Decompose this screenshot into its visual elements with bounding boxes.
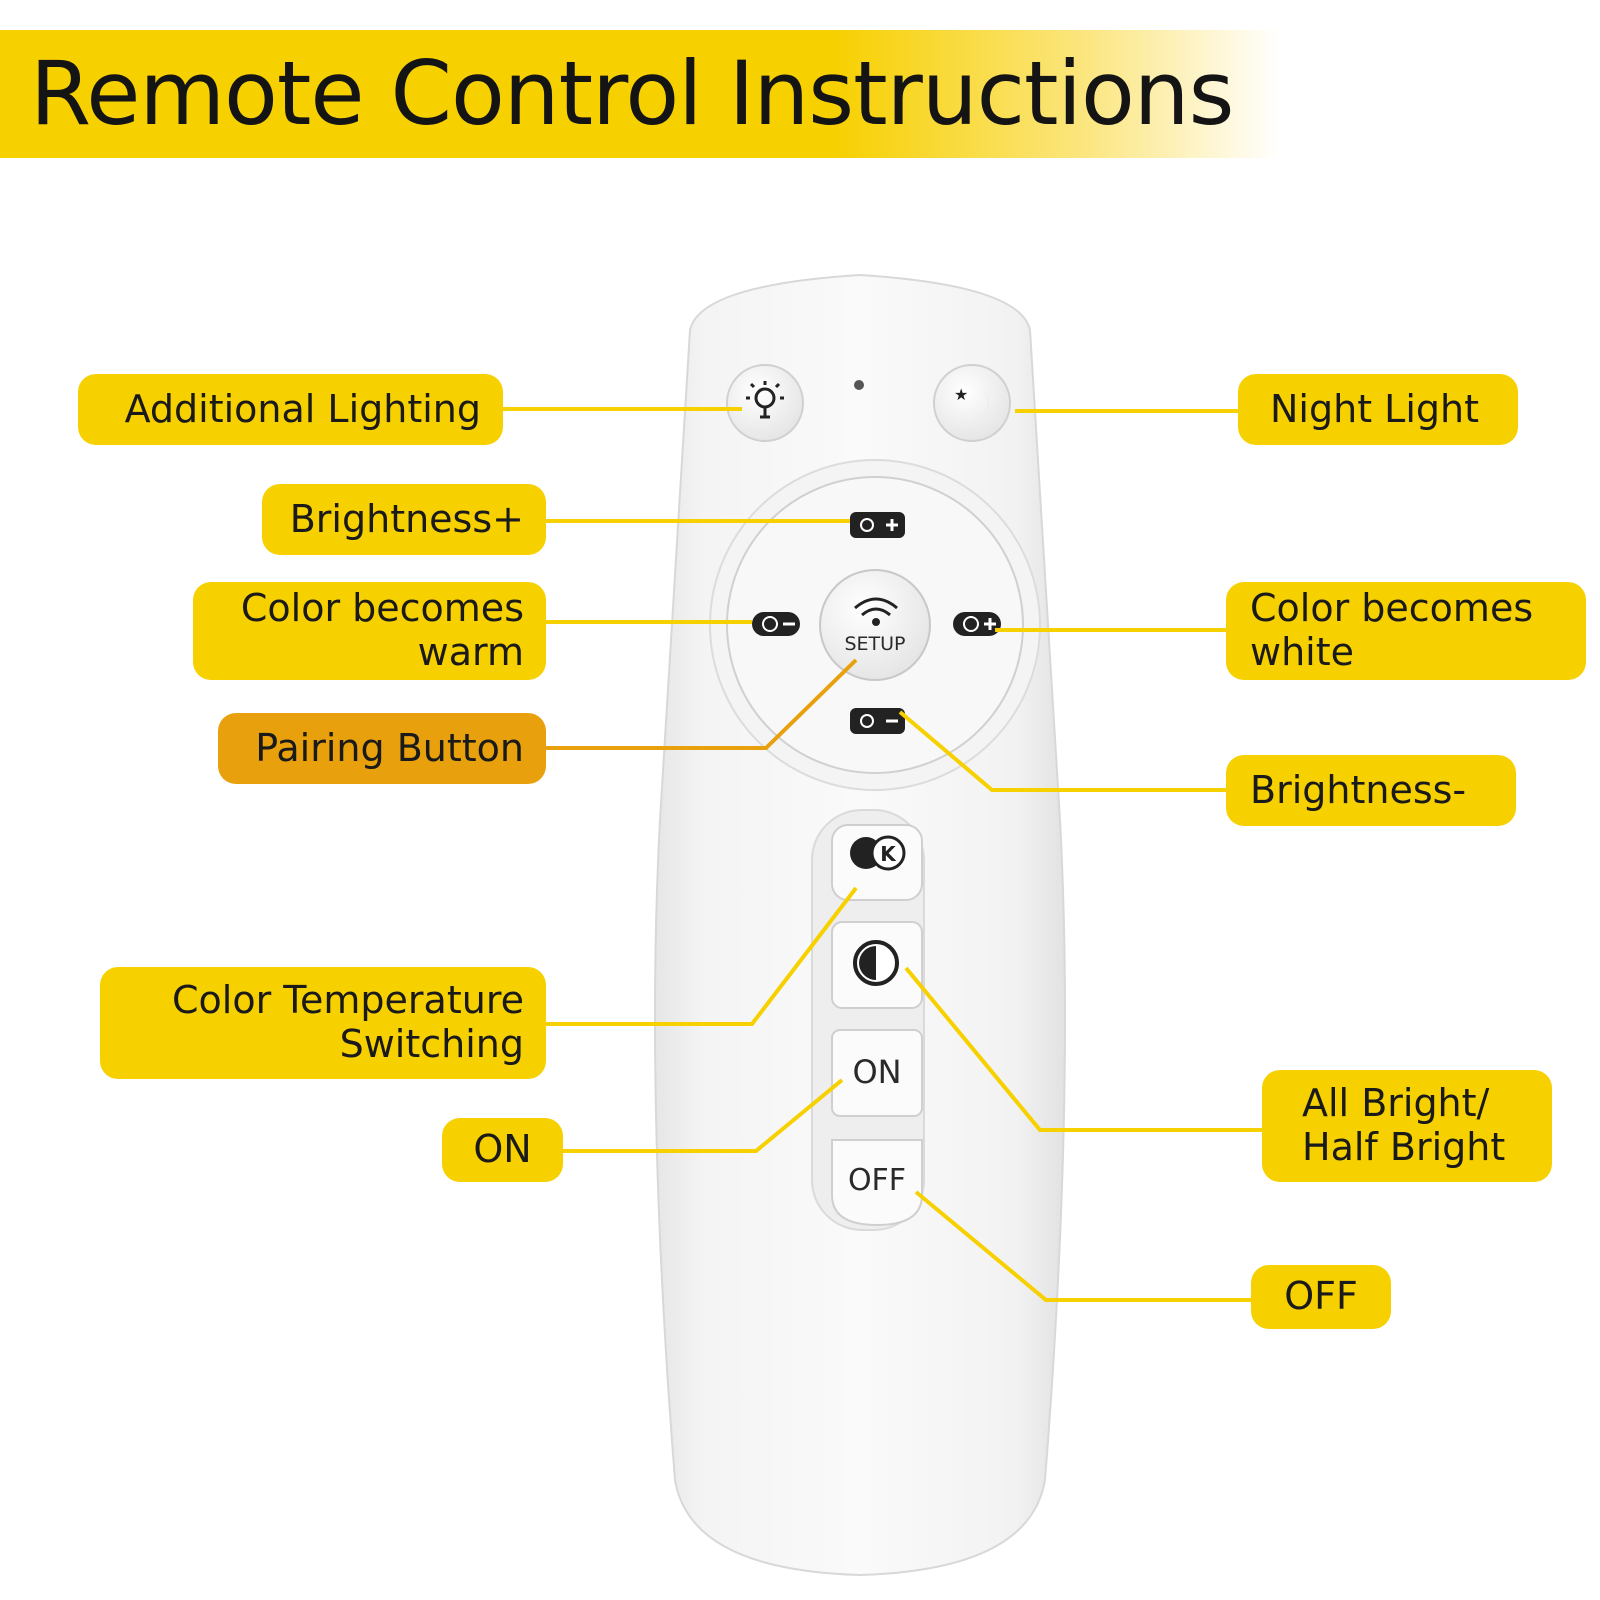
star-icon: ★ (954, 385, 968, 404)
label-all-half-bright: All Bright/ Half Bright (1262, 1070, 1552, 1182)
label-on: ON (442, 1118, 563, 1182)
label-brightness-plus: Brightness+ (262, 484, 546, 555)
label-off: OFF (1251, 1265, 1391, 1329)
off-button-label[interactable]: OFF (847, 1163, 907, 1198)
page-title: Remote Control Instructions (30, 42, 1234, 145)
label-pairing-button: Pairing Button (218, 713, 546, 784)
label-color-warm: Color becomes warm (193, 582, 546, 680)
leader-lines (500, 407, 1265, 1302)
lower-button-panel (811, 809, 925, 1231)
setup-button-label: SETUP (844, 633, 906, 655)
label-color-white: Color becomes white (1226, 582, 1586, 680)
leader-off (914, 1190, 1255, 1302)
brightness-plus-icon (850, 512, 905, 538)
label-night-light: Night Light (1238, 374, 1518, 445)
on-button (831, 1029, 923, 1117)
label-color-temperature-switching: Color Temperature Switching (100, 967, 546, 1079)
label-additional-lighting: Additional Lighting (78, 374, 503, 445)
leader-pairing (545, 658, 858, 750)
leader-all-half-bright (904, 966, 1265, 1132)
indicator-dot (854, 380, 864, 390)
night-light-button: ★ (933, 364, 1011, 442)
label-brightness-minus: Brightness- (1226, 755, 1516, 826)
half-circle-icon (853, 940, 899, 986)
additional-lighting-button (726, 364, 804, 442)
color-white-icon (953, 612, 1001, 636)
leader-on (560, 1078, 844, 1153)
leader-brightness-minus (898, 710, 1228, 792)
bulb-icon (746, 381, 784, 419)
svg-text:K: K (880, 842, 897, 866)
wifi-icon (854, 597, 898, 626)
off-button (831, 1139, 923, 1227)
on-button-label[interactable]: ON (852, 1053, 902, 1091)
color-warm-icon (752, 612, 800, 636)
brightness-minus-icon (850, 708, 905, 734)
leader-color-temp (545, 886, 858, 1026)
color-temperature-icon: K (850, 835, 906, 871)
title-banner (0, 30, 1600, 158)
